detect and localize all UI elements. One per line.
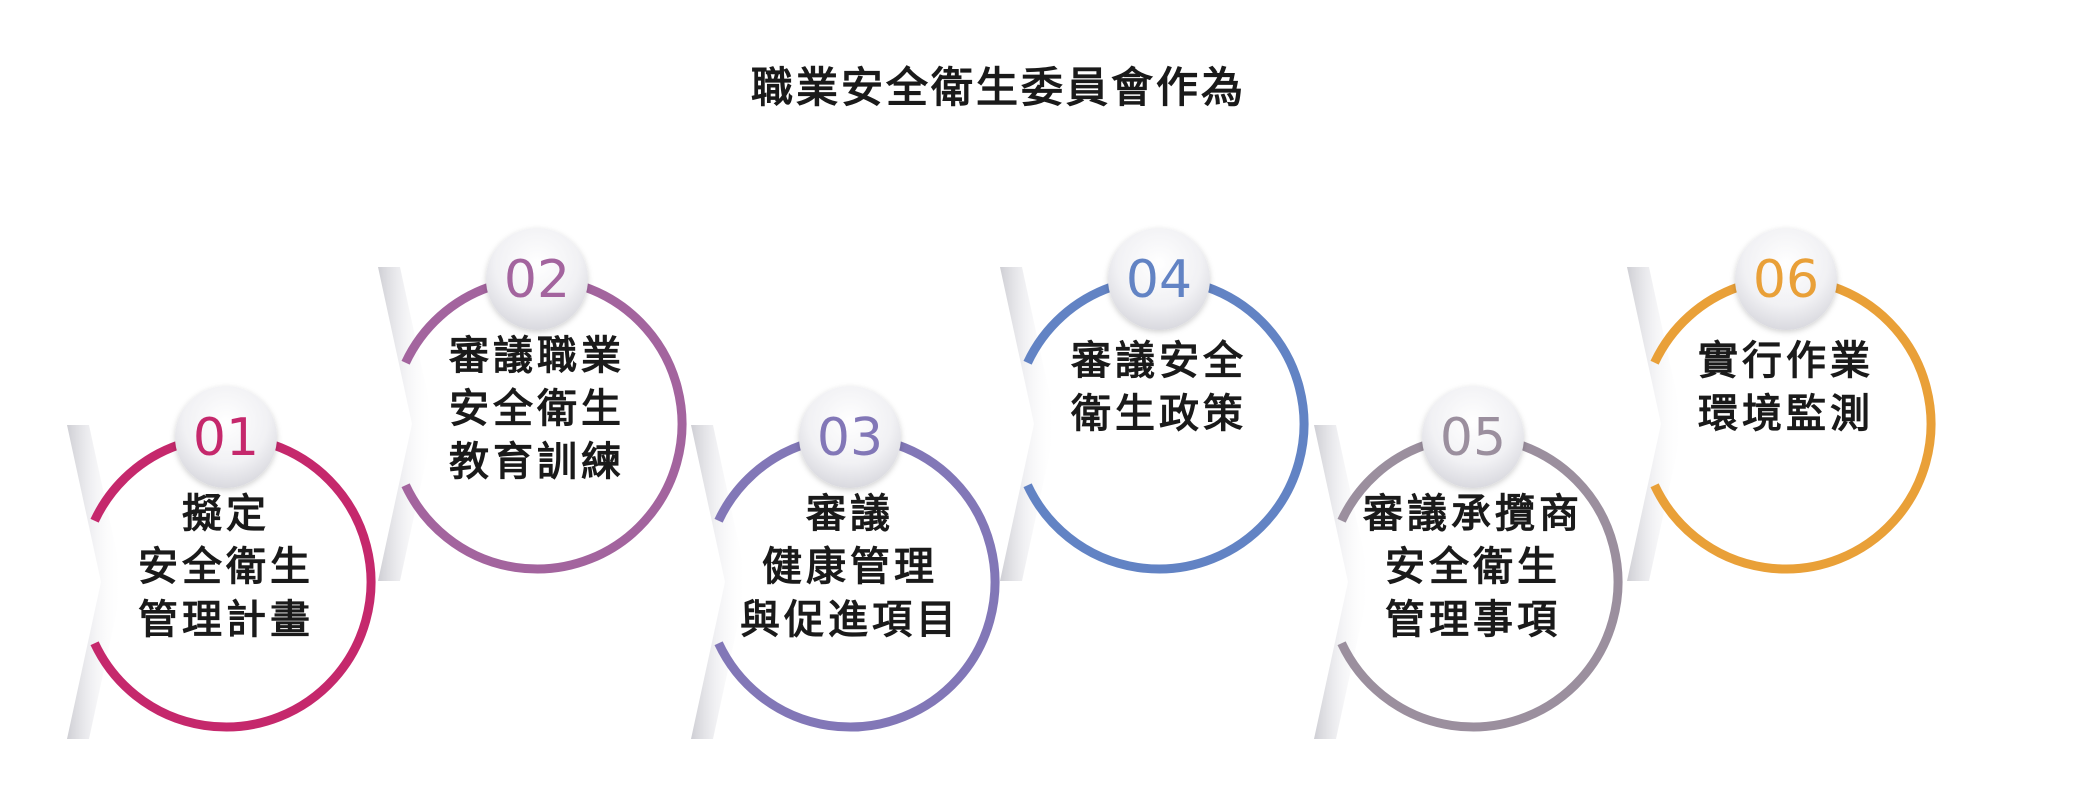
step-5-number: 05 [1440,408,1506,468]
step-1-label-line: 管理計畫 [138,596,314,643]
step-5-ring-upper [1337,440,1428,523]
step-4-chevron-shadow [1000,267,1056,581]
step-3-number: 03 [817,408,883,468]
step-3-ring [714,440,1000,732]
step-2-label-line: 審議職業 [449,332,625,379]
step-2-label-line: 安全衛生 [449,385,625,432]
step-4-number-badge [1108,228,1210,330]
step-4-ring [1023,282,1309,574]
step-2-label-line: 教育訓練 [449,438,625,485]
step-2-label: 審議職業安全衛生教育訓練 [412,330,662,489]
step-5-number-badge [1422,386,1524,488]
step-6-ring [1650,282,1936,574]
step-4-ring-upper [1023,282,1114,365]
step-2-number-badge [486,228,588,330]
step-2-ring [401,282,687,574]
step-5-label-line: 管理事項 [1385,596,1561,643]
step-2-ring-upper [401,282,492,365]
step-3-label-line: 審議 [806,490,894,537]
step-3-label-line: 與促進項目 [740,596,960,643]
step-1-label-line: 擬定 [182,490,270,537]
step-6-label-line: 環境監測 [1698,391,1874,437]
step-1-ring [90,440,376,732]
step-4-label-line: 衛生政策 [1071,391,1247,437]
step-1-number: 01 [193,408,259,468]
step-1-label: 擬定安全衛生管理計畫 [101,488,351,647]
step-6-number: 06 [1753,250,1819,310]
step-4-number: 04 [1126,250,1192,310]
step-3-number-badge [799,386,901,488]
step-5-label: 審議承攬商安全衛生管理事項 [1348,488,1598,647]
diagram-title: 職業安全衛生委員會作為 [750,63,1246,112]
step-3-ring-upper [714,440,805,523]
step-4-label-line: 審議安全 [1071,338,1247,384]
step-2-number: 02 [504,250,570,310]
step-5-label-line: 安全衛生 [1385,543,1561,590]
step-1-label-line: 安全衛生 [138,543,314,590]
step-4-label: 審議安全衛生政策 [1034,335,1284,441]
step-6-ring-upper [1650,282,1741,365]
step-6-label-line: 實行作業 [1698,338,1874,384]
step-3-chevron-shadow [691,425,747,739]
step-6-label: 實行作業環境監測 [1661,335,1911,441]
step-1-chevron-shadow [67,425,123,739]
step-5-label-line: 審議承攬商 [1363,490,1583,537]
step-6-number-badge [1735,228,1837,330]
step-3-label: 審議健康管理與促進項目 [725,488,975,647]
step-5-ring [1337,440,1623,732]
step-1-ring-upper [90,440,181,523]
step-1-number-badge [175,386,277,488]
step-6-chevron-shadow [1627,267,1683,581]
step-3-label-line: 健康管理 [762,543,938,590]
step-5-chevron-shadow [1314,425,1370,739]
step-2-chevron-shadow [378,267,434,581]
